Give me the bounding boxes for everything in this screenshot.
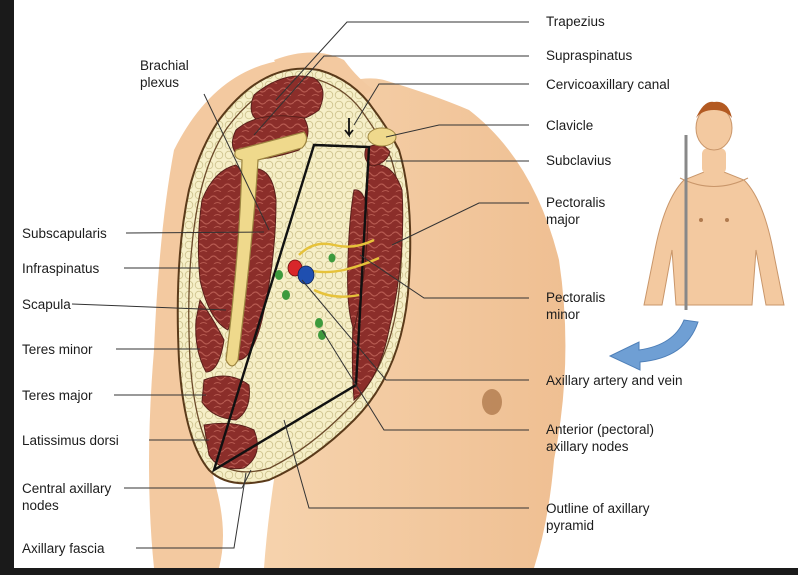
label-axillary-fascia: Axillary fascia: [22, 540, 105, 557]
label-latissimus-dorsi: Latissimus dorsi: [22, 432, 119, 449]
label-subscapularis: Subscapularis: [22, 225, 107, 242]
lymph-node: [282, 290, 290, 300]
lymph-node: [315, 318, 323, 328]
label-trapezius: Trapezius: [546, 13, 605, 30]
axilla-cross-section-illustration: [14, 0, 798, 568]
axillary-vein: [298, 266, 314, 284]
anatomy-diagram: Trapezius Supraspinatus Cervicoaxillary …: [14, 0, 798, 568]
curved-arrow-icon: [610, 320, 698, 370]
label-axillary-artery-vein: Axillary artery and vein: [546, 372, 683, 389]
label-pectoralis-minor: Pectoralis minor: [546, 289, 605, 323]
label-scapula: Scapula: [22, 296, 71, 313]
label-pectoralis-major: Pectoralis major: [546, 194, 605, 228]
label-central-axillary-nodes: Central axillary nodes: [22, 480, 111, 514]
nipple: [482, 389, 502, 415]
label-supraspinatus: Supraspinatus: [546, 47, 632, 64]
label-anterior-axillary-nodes: Anterior (pectoral) axillary nodes: [546, 421, 654, 455]
label-brachial-plexus: Brachial plexus: [140, 57, 189, 91]
lymph-node: [329, 254, 336, 263]
label-subclavius: Subclavius: [546, 152, 611, 169]
label-cervicoaxillary-canal: Cervicoaxillary canal: [546, 76, 670, 93]
label-teres-major: Teres major: [22, 387, 93, 404]
label-teres-minor: Teres minor: [22, 341, 93, 358]
label-outline-axillary-pyramid: Outline of axillary pyramid: [546, 500, 650, 534]
label-infraspinatus: Infraspinatus: [22, 260, 99, 277]
label-clavicle: Clavicle: [546, 117, 593, 134]
lymph-node: [275, 270, 283, 280]
human-torso-figure: [644, 102, 784, 310]
clavicle-bone: [368, 128, 396, 146]
